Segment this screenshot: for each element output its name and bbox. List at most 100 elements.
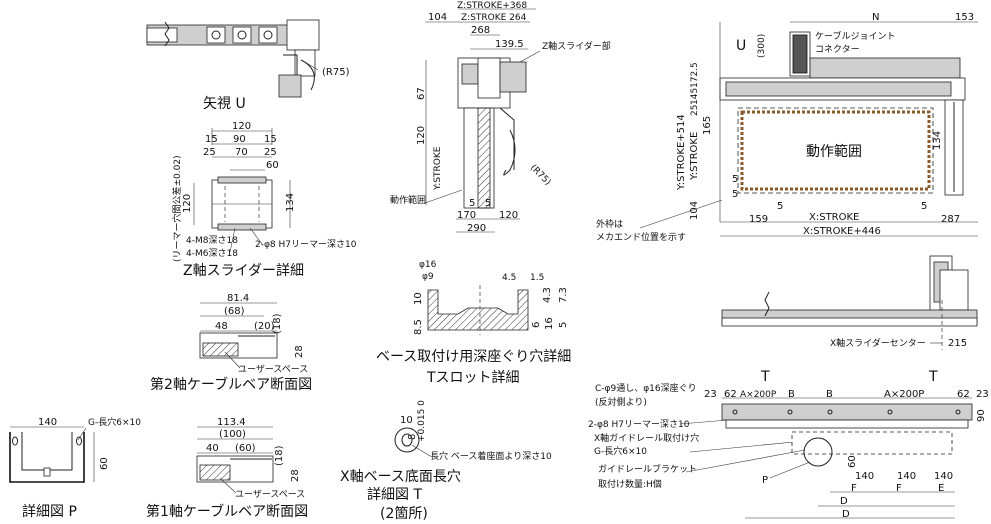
b-d2: D [842, 509, 850, 520]
front-center: X軸スライダーセンター [830, 337, 926, 349]
side-d104: 104 [428, 12, 447, 23]
xbase-title3: (2箇所) [380, 505, 428, 522]
b-d140a: 140 [855, 471, 874, 482]
top-d5c: 5 [777, 201, 783, 212]
z-tolerance: (リーマー穴間公差±0.02) [171, 155, 183, 262]
c2-d28: 28 [294, 345, 305, 358]
xb-d10: 10 [400, 415, 413, 426]
b-d140c: 140 [934, 471, 953, 482]
c1-d40: 40 [206, 443, 219, 454]
view-u-title: 矢視 U [203, 96, 246, 112]
b-d62b: 62 [957, 389, 970, 400]
side-ystroke: Y:STROKE [433, 146, 443, 191]
top-d153: 153 [955, 12, 974, 23]
b-b1: B [788, 389, 795, 400]
x-base-slot: 10 8 +0.015 0 長穴 ベース着座面より深さ10 X軸ベース底面長穴 … [340, 400, 552, 522]
top-d145: 145 [690, 88, 700, 105]
top-cable-joint: ケーブルジョイント [815, 30, 895, 42]
c2-d48: 48 [215, 321, 228, 332]
bh-d10: 10 [413, 292, 424, 305]
b-b2: B [826, 389, 833, 400]
bottom-qty: 取付け数量:H個 [598, 478, 662, 490]
xbase-title2: 詳細図 T [367, 487, 422, 503]
top-d165: 165 [702, 116, 713, 135]
c1-d1134: 113.4 [217, 417, 246, 428]
side-d170: 170 [457, 210, 476, 221]
top-xs446: X:STROKE+446 [803, 226, 881, 237]
z-slider-detail: 120 15 90 15 25 70 25 60 134 120 (リーマー穴間… [171, 121, 357, 279]
side-d5a: 5 [469, 198, 475, 209]
side-zs368: Z:STROKE+368 [457, 1, 527, 11]
bottom-t2: T [928, 369, 938, 385]
top-d5d: 5 [921, 201, 927, 212]
b-d140b: 140 [897, 471, 916, 482]
front-d215: 215 [948, 338, 967, 349]
r75-label: (R75) [322, 67, 350, 78]
z-ream: 2-φ8 H7リーマー深さ10 [255, 239, 357, 250]
z-d90: 90 [233, 134, 246, 145]
top-d5b: 5 [732, 189, 738, 200]
c2-d20: (20) [254, 321, 275, 332]
b-d62a: 62 [724, 389, 737, 400]
bh-d15: 1.5 [530, 273, 544, 283]
c2-d68: (68) [224, 306, 245, 317]
detail-p: 140 G-長穴6×10 60 詳細図 P [9, 416, 141, 520]
z-m6: 4-M6深さ18 [186, 248, 238, 259]
z-m8: 4-M8深さ18 [186, 235, 238, 246]
xb-d8: 8 [407, 434, 418, 440]
b-a200a: A×200P [740, 390, 777, 400]
c2-d18: (18) [272, 313, 283, 334]
b-a200b: A×200P [884, 389, 924, 400]
bottom-gslot: G-長穴6×10 [594, 445, 647, 457]
c1-user: ユーザースペース [235, 489, 305, 500]
top-connector: コネクター [815, 44, 860, 55]
top-n: N [872, 12, 879, 23]
bh-d5: 5 [558, 322, 569, 328]
side-zslider: Z軸スライダー部 [542, 40, 611, 52]
bh-d45: 4.5 [502, 273, 516, 283]
base-hole-title: ベース取付け用深座ぐり穴詳細 [376, 349, 571, 365]
z-d25: 25 [203, 147, 216, 158]
bottom-p: P [762, 475, 768, 486]
top-view: N 153 U (300) ケーブルジョイント コネクター 動作範囲 Y:STR… [596, 12, 978, 243]
side-d120b: 120 [499, 210, 518, 221]
side-d120: 120 [416, 126, 427, 145]
c1-d60: (60) [235, 443, 256, 454]
xb-note: 長穴 ベース着座面より深さ10 [430, 450, 552, 462]
top-d5a: 5 [732, 174, 738, 185]
top-arrow-u: U [736, 38, 746, 54]
top-d300: (300) [757, 34, 767, 58]
front-view: X軸スライダーセンター 215 [721, 255, 978, 350]
b-d60: 60 [847, 455, 858, 468]
z-d120v: 120 [182, 194, 193, 213]
xb-tol: +0.015 0 [417, 400, 427, 442]
side-view: Z:STROKE+368 104 Z:STROKE 264 268 139.5 … [390, 1, 611, 234]
side-zs264: Z:STROKE 264 [461, 13, 527, 23]
b-f2: F [896, 483, 902, 494]
side-range: 動作範囲 [390, 194, 426, 206]
top-ys: Y:STROKE [689, 132, 700, 181]
bottom-rev: (反対側より) [595, 396, 647, 408]
b-f1: F [851, 483, 857, 494]
bh-d16: 16 [544, 317, 555, 330]
c1-d18: (18) [274, 445, 285, 466]
z-d15b: 15 [264, 134, 277, 145]
side-d1395: 139.5 [495, 39, 524, 50]
p-d140: 140 [38, 417, 57, 428]
bottom-rail: X軸ガイドレール取付け穴 [594, 432, 699, 444]
bh-phi9: φ9 [422, 272, 434, 282]
tslot-title: Tスロット詳細 [426, 370, 520, 386]
z-d134: 134 [285, 193, 296, 212]
z-d70: 70 [235, 147, 248, 158]
b-d23a: 23 [704, 389, 717, 400]
top-d104: 104 [689, 201, 700, 220]
b-d23b: 23 [976, 389, 989, 400]
side-r75: (R75) [528, 163, 553, 188]
cable2-section: 81.4 (68) 48 (20) (18) 28 ユーザースペース 第2軸ケー… [150, 293, 312, 393]
side-d290: 290 [467, 223, 486, 234]
p-slot: G-長穴6×10 [88, 416, 141, 428]
z-d25b: 25 [264, 147, 277, 158]
top-d159: 159 [749, 214, 768, 225]
b-d1: D [840, 496, 848, 507]
